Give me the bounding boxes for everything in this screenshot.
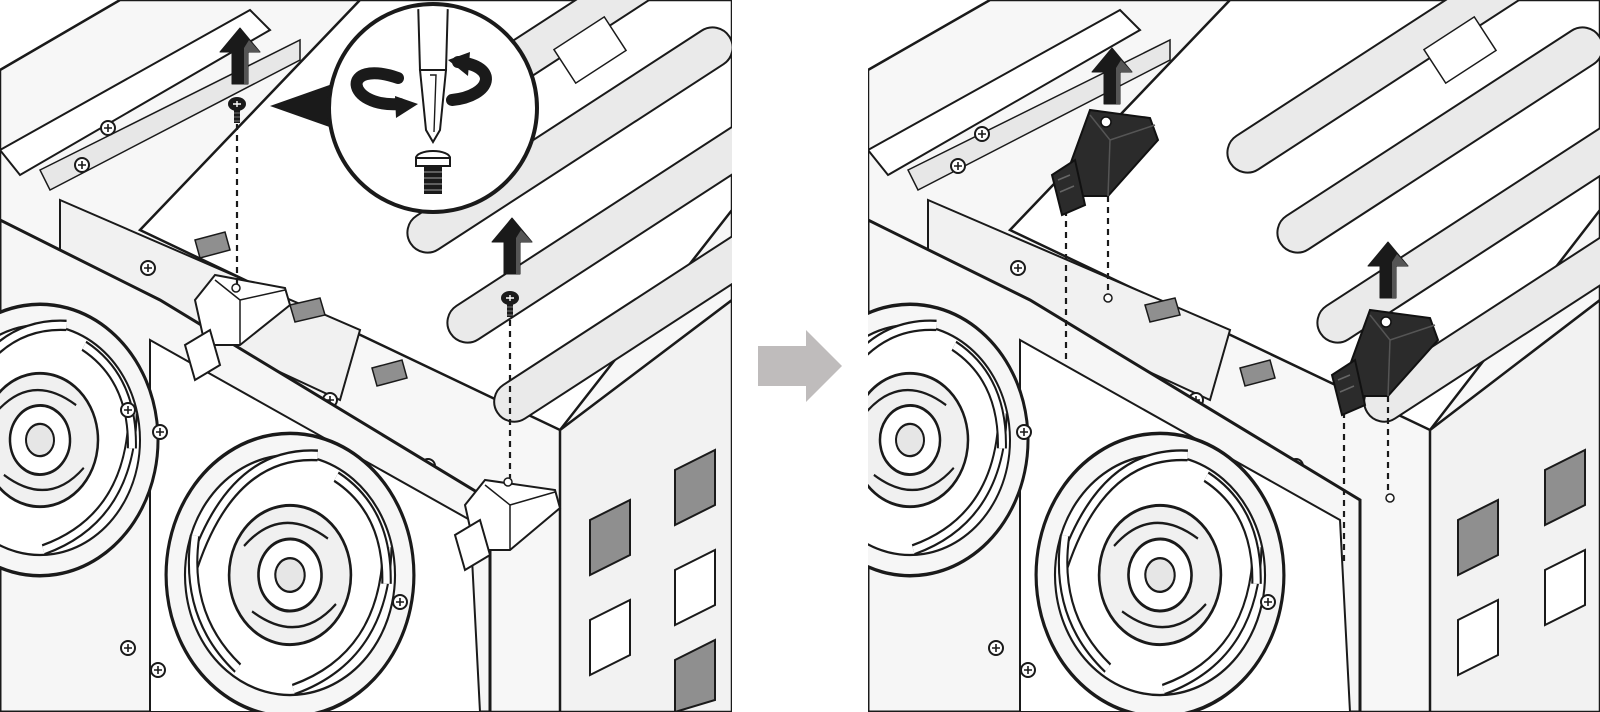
screw-icon (415, 150, 451, 194)
slotted-plate (1007, 0, 1600, 432)
right-arrow-icon (758, 330, 842, 402)
fan-assembly (868, 218, 1362, 712)
screwdriver-callout (270, 2, 539, 214)
white-bracket-right (453, 477, 562, 572)
rotate-icon (350, 52, 492, 118)
side-wall (1428, 298, 1600, 712)
side-wall (558, 298, 732, 712)
inner-rails (868, 8, 1395, 503)
black-bracket-left (1050, 108, 1160, 217)
panel-step-after (868, 0, 1600, 712)
fan-assembly (0, 218, 492, 712)
black-bracket-right (1330, 308, 1440, 417)
white-bracket-left (183, 273, 292, 382)
panel-step-before (0, 0, 732, 712)
screwdriver-icon (416, 8, 450, 144)
callout-pointer (270, 82, 338, 130)
